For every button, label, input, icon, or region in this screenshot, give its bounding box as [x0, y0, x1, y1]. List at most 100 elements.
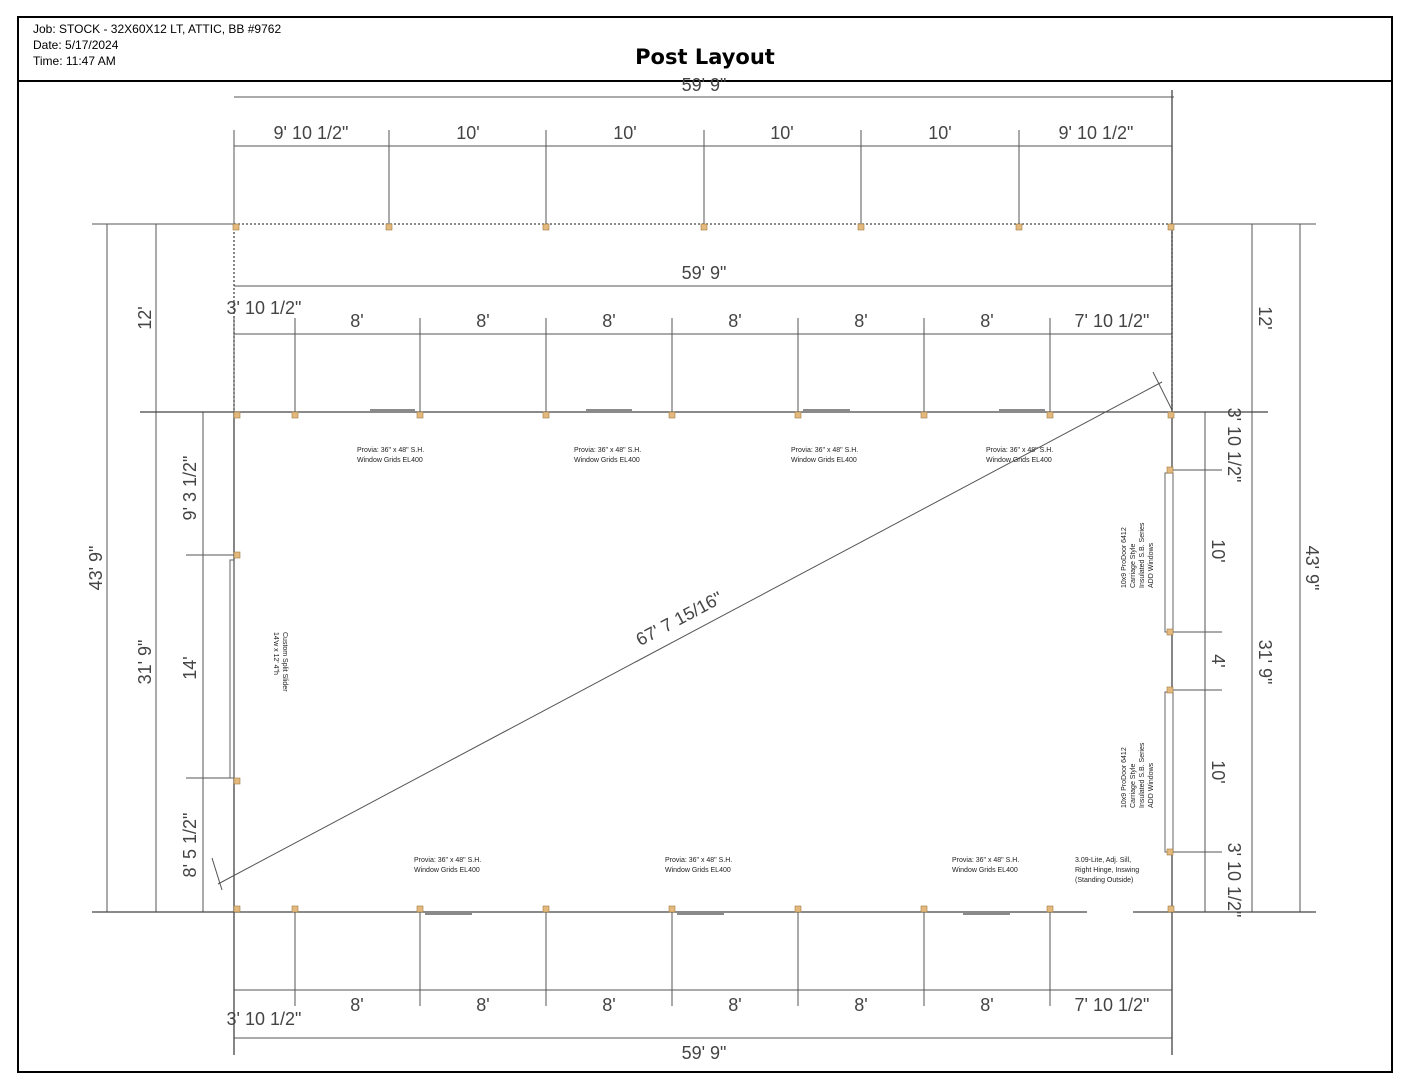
window-note-line: Window Grids EL400: [414, 867, 480, 874]
left-wall-dim: 31' 9": [135, 640, 155, 685]
right-seg-dim: 3' 10 1/2": [1224, 843, 1244, 918]
window-note-line: Window Grids EL400: [665, 867, 731, 874]
window-note-line: Window Grids EL400: [791, 457, 857, 464]
door-note-line: Insulated S.B. Series: [1139, 742, 1146, 808]
post-marker: [920, 411, 928, 419]
window-note: Provia: 36" x 48" S.H. Window Grids EL400: [986, 447, 1053, 464]
post-marker: [291, 411, 299, 419]
bottom-dim: 8': [980, 995, 993, 1015]
window-note-line: Provia: 36" x 48" S.H.: [791, 447, 858, 454]
window-note: Provia: 36" x 48" S.H. Window Grids EL400: [665, 857, 732, 874]
post-marker: [1166, 466, 1174, 474]
window-note-line: Window Grids EL400: [986, 457, 1052, 464]
post-marker: [700, 223, 708, 231]
bottom-dim: 8': [602, 995, 615, 1015]
right-attic-dim: 12': [1255, 306, 1275, 329]
window-note: Provia: 36" x 48" S.H. Window Grids EL400: [574, 447, 641, 464]
window-note-line: Provia: 36" x 48" S.H.: [414, 857, 481, 864]
mid-dim: 8': [476, 311, 489, 331]
post-marker: [794, 411, 802, 419]
window-note-line: Provia: 36" x 48" S.H.: [952, 857, 1019, 864]
top-dim: 10': [770, 123, 793, 143]
diagonal-tick: [1152, 371, 1173, 411]
posts: [232, 223, 1175, 913]
window-note-line: Provia: 36" x 48" S.H.: [665, 857, 732, 864]
post-marker: [416, 411, 424, 419]
walk-door-note: 3.09-Lite, Adj. Sill,Right Hinge, Inswin…: [1075, 857, 1139, 884]
door-note-line: ADD Windows: [1148, 762, 1155, 808]
post-marker: [1166, 628, 1174, 636]
left-seg-dim: 14': [180, 656, 200, 679]
post-marker: [1166, 848, 1174, 856]
mid-dim: 8': [728, 311, 741, 331]
door-note-line: 10x9 ProDoor 6412: [1121, 527, 1128, 588]
post-marker: [1046, 411, 1054, 419]
left-overall-dim: 43' 9": [86, 546, 106, 591]
mid-dim: 8': [602, 311, 615, 331]
post-marker: [291, 905, 299, 913]
left-seg-dim: 9' 3 1/2": [180, 456, 200, 521]
post-marker: [1167, 411, 1175, 419]
time-label: Time: 11:47 AM: [33, 54, 116, 68]
window-note: Provia: 36" x 48" S.H.Window Grids EL400: [952, 857, 1019, 874]
door-note-line: Insulated S.B. Series: [1139, 522, 1146, 588]
diagonal-tick: [211, 857, 223, 891]
slider-note-line: 14'w x 12' 4"h: [272, 632, 279, 675]
job-info: Job: STOCK - 32X60X12 LT, ATTIC, BB #976…: [33, 21, 281, 69]
post-marker: [668, 411, 676, 419]
top-dim: 10': [928, 123, 951, 143]
mid-dim: 8': [980, 311, 993, 331]
window-note-line: Window Grids EL400: [357, 457, 423, 464]
slider-note-line: Custom Split Slider: [281, 632, 288, 692]
right-seg-dim: 3' 10 1/2": [1224, 408, 1244, 483]
right-wall-dim: 31' 9": [1255, 640, 1275, 685]
page-frame: Job: STOCK - 32X60X12 LT, ATTIC, BB #976…: [17, 16, 1393, 1073]
post-marker: [542, 411, 550, 419]
diagonal-line: [217, 381, 1163, 885]
post-marker: [542, 223, 550, 231]
left-attic-dim: 12': [135, 306, 155, 329]
bottom-dim: 7' 10 1/2": [1075, 995, 1150, 1015]
overall-mid-dim: 59' 9": [682, 263, 727, 283]
left-seg-dim: 8' 5 1/2": [180, 813, 200, 878]
mid-dim: 7' 10 1/2": [1075, 311, 1150, 331]
door-note-line: Carriage Style: [1130, 764, 1137, 808]
window-note: Provia: 36" x 48" S.H. Window Grids EL400: [791, 447, 858, 464]
mid-dim: 8': [854, 311, 867, 331]
walk-door-note-line: (Standing Outside): [1075, 877, 1133, 884]
walk-door-note-line: 3.09-Lite, Adj. Sill,: [1075, 857, 1131, 864]
post-marker: [1166, 686, 1174, 694]
top-dim: 9' 10 1/2": [1059, 123, 1134, 143]
post-marker: [920, 905, 928, 913]
overall-bottom-dim: 59' 9": [682, 1043, 727, 1063]
window-note-line: Provia: 36" x 48" S.H.: [574, 447, 641, 454]
right-overall-dim: 43' 9": [1302, 546, 1322, 591]
post-marker: [794, 905, 802, 913]
right-seg-dim: 10': [1208, 539, 1228, 562]
overhead-door-1: [1164, 472, 1174, 633]
job-label: Job: STOCK - 32X60X12 LT, ATTIC, BB #976…: [33, 22, 282, 36]
window-note-line: Window Grids EL400: [574, 457, 640, 464]
overhead-door-2: [1164, 691, 1174, 853]
overall-top-dim: 59' 9": [682, 75, 727, 95]
right-seg-dim: 4': [1208, 654, 1228, 667]
header: Job: STOCK - 32X60X12 LT, ATTIC, BB #976…: [19, 18, 1391, 82]
bottom-dim: 8': [350, 995, 363, 1015]
top-dim: 10': [456, 123, 479, 143]
mid-dim: 3' 10 1/2": [227, 298, 302, 318]
top-dim: 9' 10 1/2": [274, 123, 349, 143]
window-note: Provia: 36" x 48" S.H. Window Grids EL400: [357, 447, 424, 464]
window-note-line: Provia: 36" x 48" S.H.: [357, 447, 424, 454]
post-marker: [857, 223, 865, 231]
window-note-line: Provia: 36" x 48" S.H.: [986, 447, 1053, 454]
mid-dim: 8': [350, 311, 363, 331]
door-note-line: 10x9 ProDoor 6412: [1121, 747, 1128, 808]
post-marker: [233, 905, 241, 913]
door-note-line: Carriage Style: [1130, 544, 1137, 588]
date-label: Date: 5/17/2024: [33, 38, 119, 52]
post-marker: [416, 905, 424, 913]
